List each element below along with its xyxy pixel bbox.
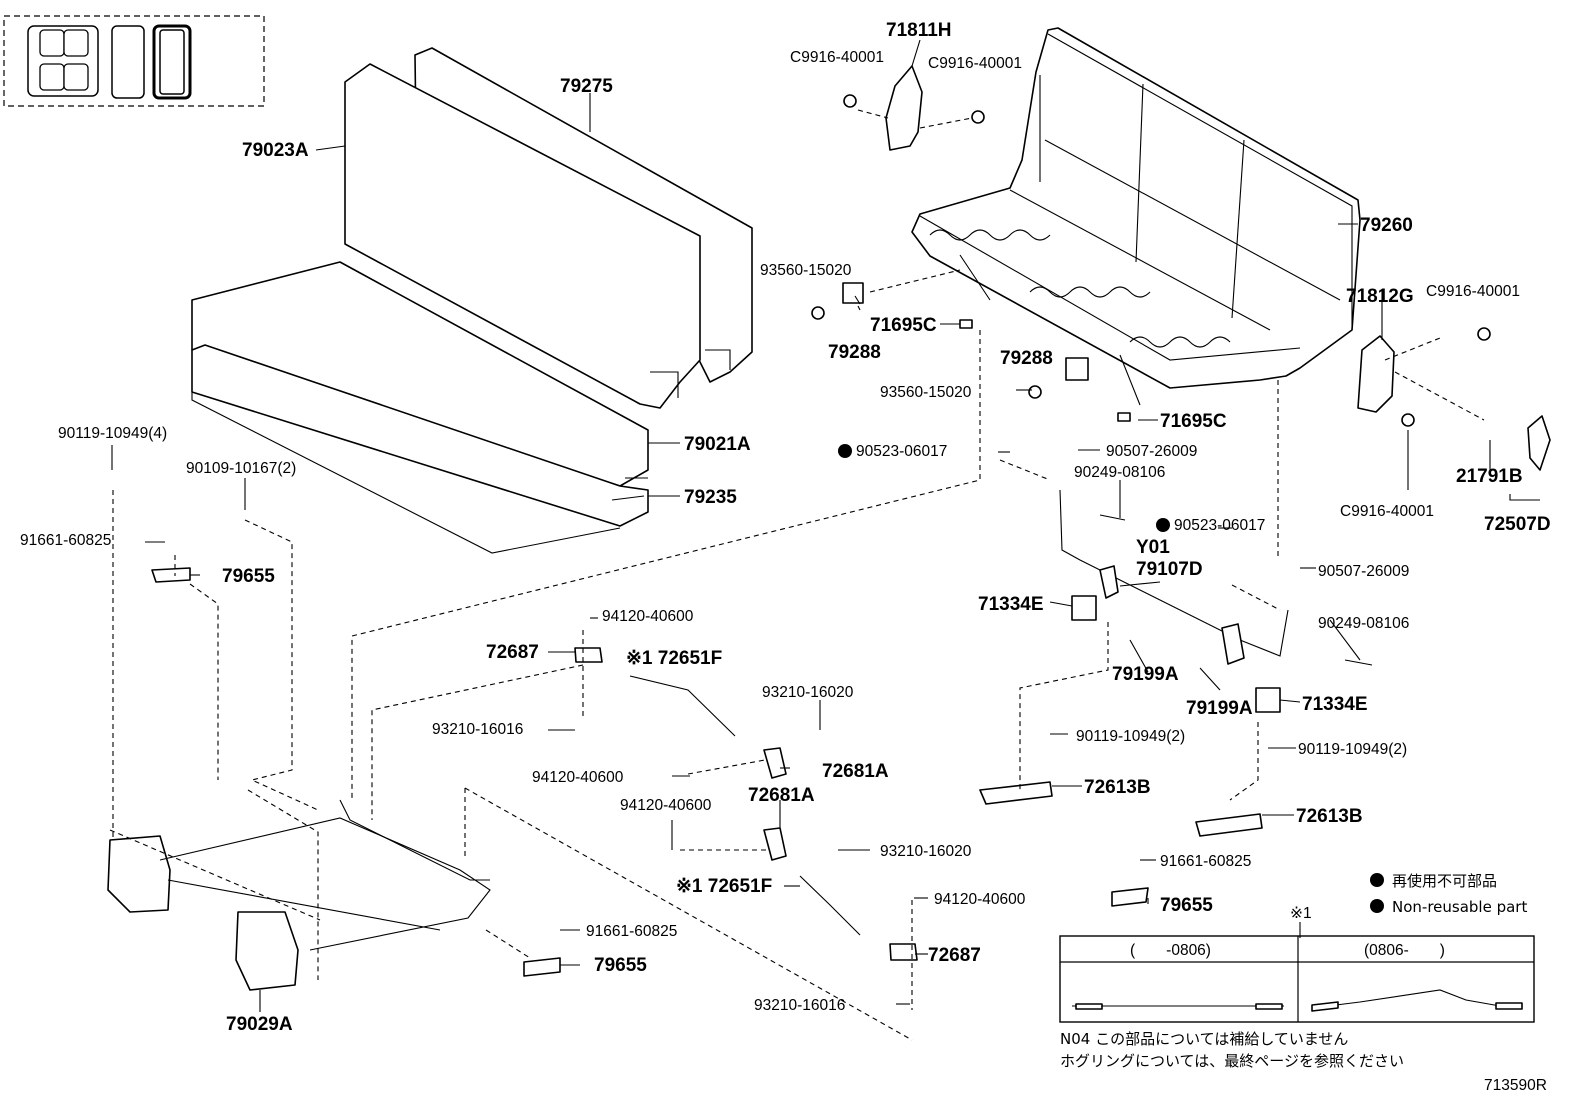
seat-back-cushions xyxy=(344,47,753,409)
label-c9916: C9916-40001 xyxy=(1426,283,1520,300)
seat-frame xyxy=(911,27,1361,406)
label-79288: 79288 xyxy=(1000,348,1053,369)
label-93210-16016: 93210-16016 xyxy=(432,721,523,738)
label-71334E: 71334E xyxy=(1302,694,1368,715)
label-71695C: 71695C xyxy=(870,315,937,336)
leader-lines xyxy=(111,39,1540,1012)
label-91661: 91661-60825 xyxy=(586,923,677,940)
legend: 再使用不可部品 Non-reusable part xyxy=(1370,872,1527,916)
diagram-id: 713590R xyxy=(1484,1077,1547,1094)
non-reusable-dot xyxy=(838,444,852,458)
label-Y01: Y01 xyxy=(1136,537,1170,558)
label-71695C: 71695C xyxy=(1160,411,1227,432)
label-79021A: 79021A xyxy=(684,434,751,455)
label-79260: 79260 xyxy=(1360,215,1413,236)
label-90119-2: 90119-10949(2) xyxy=(1076,728,1185,745)
note-table: ※1 ( -0806) (0806- ) xyxy=(1059,905,1535,1023)
label-79029A: 79029A xyxy=(226,1014,293,1035)
cables-brackets xyxy=(151,567,1263,977)
non-reusable-dot xyxy=(1156,518,1170,532)
label-90507: 90507-26009 xyxy=(1106,443,1197,460)
label-72681A: 72681A xyxy=(748,785,815,806)
seat-cushions xyxy=(191,261,649,554)
label-91661: 91661-60825 xyxy=(1160,853,1251,870)
label-90119-2: 90119-10949(2) xyxy=(1298,741,1407,758)
part-labels: 79275 79023A 71811H C9916-40001 C9916-40… xyxy=(20,20,1551,1035)
label-72651F: ※1 72651F xyxy=(626,648,722,669)
label-72507D: 72507D xyxy=(1484,514,1551,535)
label-90249: 90249-08106 xyxy=(1318,615,1409,632)
label-91661: 91661-60825 xyxy=(20,532,111,549)
label-c9916: C9916-40001 xyxy=(928,55,1022,72)
footnote-line2: ホグリングについては、最終ページを参照ください xyxy=(1060,1052,1404,1070)
label-79107D: 79107D xyxy=(1136,559,1203,580)
label-71812G: 71812G xyxy=(1346,286,1414,307)
label-79655: 79655 xyxy=(594,955,647,976)
dashed-guides xyxy=(109,109,1485,1041)
label-72613B: 72613B xyxy=(1296,806,1363,827)
label-72687: 72687 xyxy=(486,642,539,663)
label-90507: 90507-26009 xyxy=(1318,563,1409,580)
legend-text-en: Non-reusable part xyxy=(1392,898,1527,916)
seat-track-frame xyxy=(107,799,491,991)
label-21791B: 21791B xyxy=(1456,466,1523,487)
label-79655: 79655 xyxy=(222,566,275,587)
label-94120: 94120-40600 xyxy=(532,769,624,786)
label-90109-2: 90109-10167(2) xyxy=(186,460,296,477)
fasteners-top xyxy=(811,94,1491,427)
label-c9916: C9916-40001 xyxy=(1340,503,1434,520)
label-94120: 94120-40600 xyxy=(620,797,712,814)
legend-text-jp: 再使用不可部品 xyxy=(1392,872,1497,890)
seat-location-keymap xyxy=(3,15,265,107)
label-71334E: 71334E xyxy=(978,594,1044,615)
label-79235: 79235 xyxy=(684,487,737,508)
label-79199A: 79199A xyxy=(1186,698,1253,719)
label-72651F: ※1 72651F xyxy=(676,876,772,897)
footnotes: N04 この部品については補給していません ホグリングについては、最終ページを参… xyxy=(1060,1030,1547,1094)
label-90249: 90249-08106 xyxy=(1074,464,1165,481)
label-79288: 79288 xyxy=(828,342,881,363)
hinge-covers xyxy=(885,65,1551,471)
label-71811H: 71811H xyxy=(886,20,952,41)
label-93210-16020: 93210-16020 xyxy=(762,684,854,701)
label-79655: 79655 xyxy=(1160,895,1213,916)
label-72687: 72687 xyxy=(928,945,981,966)
note-col2: (0806- ) xyxy=(1364,942,1445,959)
lock-rod xyxy=(1059,489,1373,713)
label-90119-4: 90119-10949(4) xyxy=(58,425,167,442)
label-90523: 90523-06017 xyxy=(856,443,947,460)
label-90523: 90523-06017 xyxy=(1174,517,1265,534)
label-94120: 94120-40600 xyxy=(602,608,694,625)
label-93560: 93560-15020 xyxy=(760,262,852,279)
label-79023A: 79023A xyxy=(242,140,309,161)
note-col1: ( -0806) xyxy=(1130,942,1211,959)
label-79275: 79275 xyxy=(560,76,613,97)
label-72681A: 72681A xyxy=(822,761,889,782)
label-c9916: C9916-40001 xyxy=(790,49,884,66)
label-79199A: 79199A xyxy=(1112,664,1179,685)
footnote-line1: N04 この部品については補給していません xyxy=(1060,1030,1348,1048)
note-marker: ※1 xyxy=(1290,905,1312,922)
label-93210-16020: 93210-16020 xyxy=(880,843,972,860)
label-94120: 94120-40600 xyxy=(934,891,1026,908)
label-72613B: 72613B xyxy=(1084,777,1151,798)
label-93560: 93560-15020 xyxy=(880,384,972,401)
label-93210-16016: 93210-16016 xyxy=(754,997,845,1014)
